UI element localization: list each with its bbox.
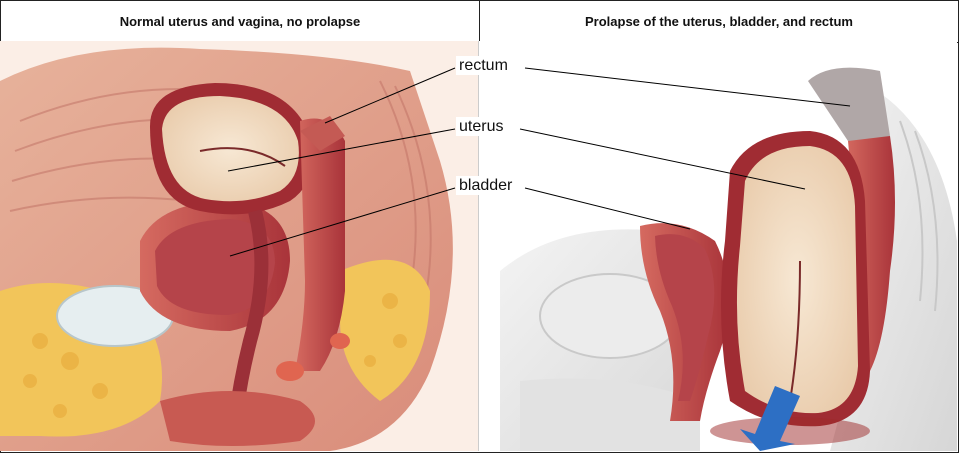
left-panel-title: Normal uterus and vagina, no prolapse <box>1 1 480 42</box>
panel-header-row: Normal uterus and vagina, no prolapse Pr… <box>1 1 958 43</box>
left-panel-illustration <box>0 41 478 451</box>
label-uterus: uterus <box>456 117 506 136</box>
right-panel-title: Prolapse of the uterus, bladder, and rec… <box>480 1 958 42</box>
panel-divider <box>478 41 479 451</box>
label-rectum: rectum <box>456 56 511 75</box>
right-panel-illustration <box>479 41 957 451</box>
label-bladder: bladder <box>456 176 515 195</box>
